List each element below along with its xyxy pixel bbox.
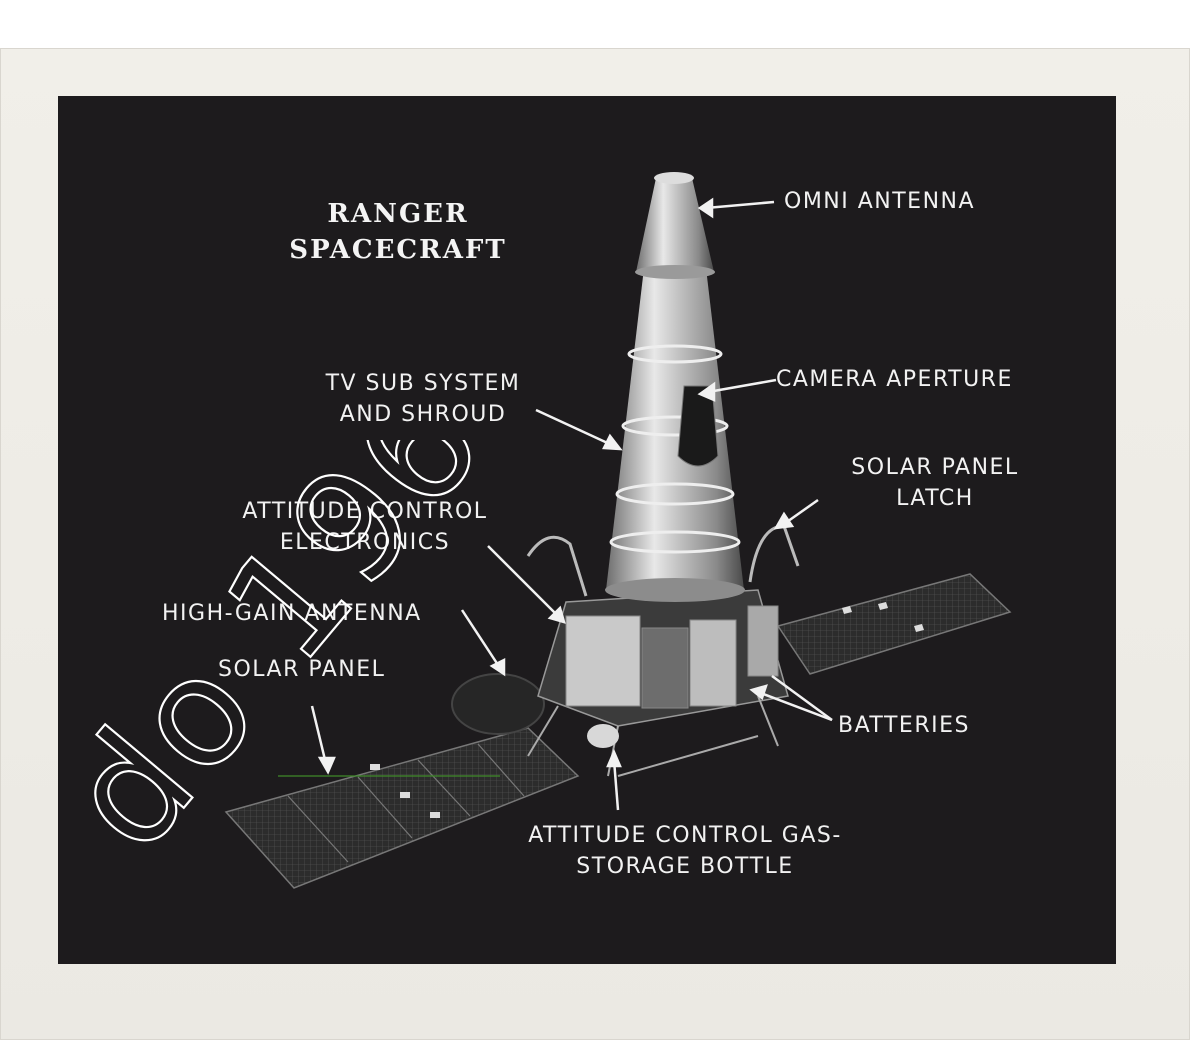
label-solar-panel: SOLAR PANEL: [218, 657, 386, 682]
label-ace-line-2: ELECTRONICS: [279, 530, 451, 555]
high-gain-dish: [451, 673, 545, 735]
title-line-1: RANGER: [327, 199, 469, 229]
label-batteries: BATTERIES: [838, 713, 970, 738]
latch-left: [526, 535, 588, 597]
solar-panel-right: [776, 573, 1012, 675]
label-solar-panel-latch-line-2: LATCH: [896, 486, 974, 511]
label-solar-panel-latch-line-1: SOLAR PANEL: [851, 455, 1019, 480]
label-gas-line-2: STORAGE BOTTLE: [576, 854, 794, 879]
leader-arrows: [310, 197, 833, 811]
label-solar-panel-latch: SOLAR PANEL LATCH: [842, 452, 1028, 514]
label-gas-storage-bottle: ATTITUDE CONTROL GAS- STORAGE BOTTLE: [510, 820, 860, 882]
photo-frame: RANGER SPACECRAFT OMNI ANTENNA TV SUB SY…: [58, 96, 1116, 964]
label-omni-antenna: OMNI ANTENNA: [784, 189, 976, 214]
label-tv-subsystem: TV SUB SYSTEM AND SHROUD: [310, 368, 536, 430]
label-attitude-control-electronics: ATTITUDE CONTROL ELECTRONICS: [234, 496, 496, 558]
label-high-gain-antenna: HIGH-GAIN ANTENNA: [162, 601, 422, 626]
label-gas-line-1: ATTITUDE CONTROL GAS-: [528, 823, 842, 848]
tv-subsystem-shroud: [605, 268, 745, 602]
label-ace-line-1: ATTITUDE CONTROL: [242, 499, 488, 524]
solar-panel-left: [224, 727, 580, 889]
diagram-title: RANGER SPACECRAFT: [263, 196, 533, 268]
label-camera-aperture: CAMERA APERTURE: [776, 367, 1013, 392]
omni-antenna: [635, 172, 715, 279]
label-tv-subsystem-line-1: TV SUB SYSTEM: [325, 371, 521, 396]
spacecraft-bus: [527, 589, 789, 777]
latch-right: [748, 524, 800, 583]
spacecraft-illustration: [224, 172, 1012, 889]
title-line-2: SPACECRAFT: [289, 235, 507, 265]
label-tv-subsystem-line-2: AND SHROUD: [339, 402, 507, 427]
